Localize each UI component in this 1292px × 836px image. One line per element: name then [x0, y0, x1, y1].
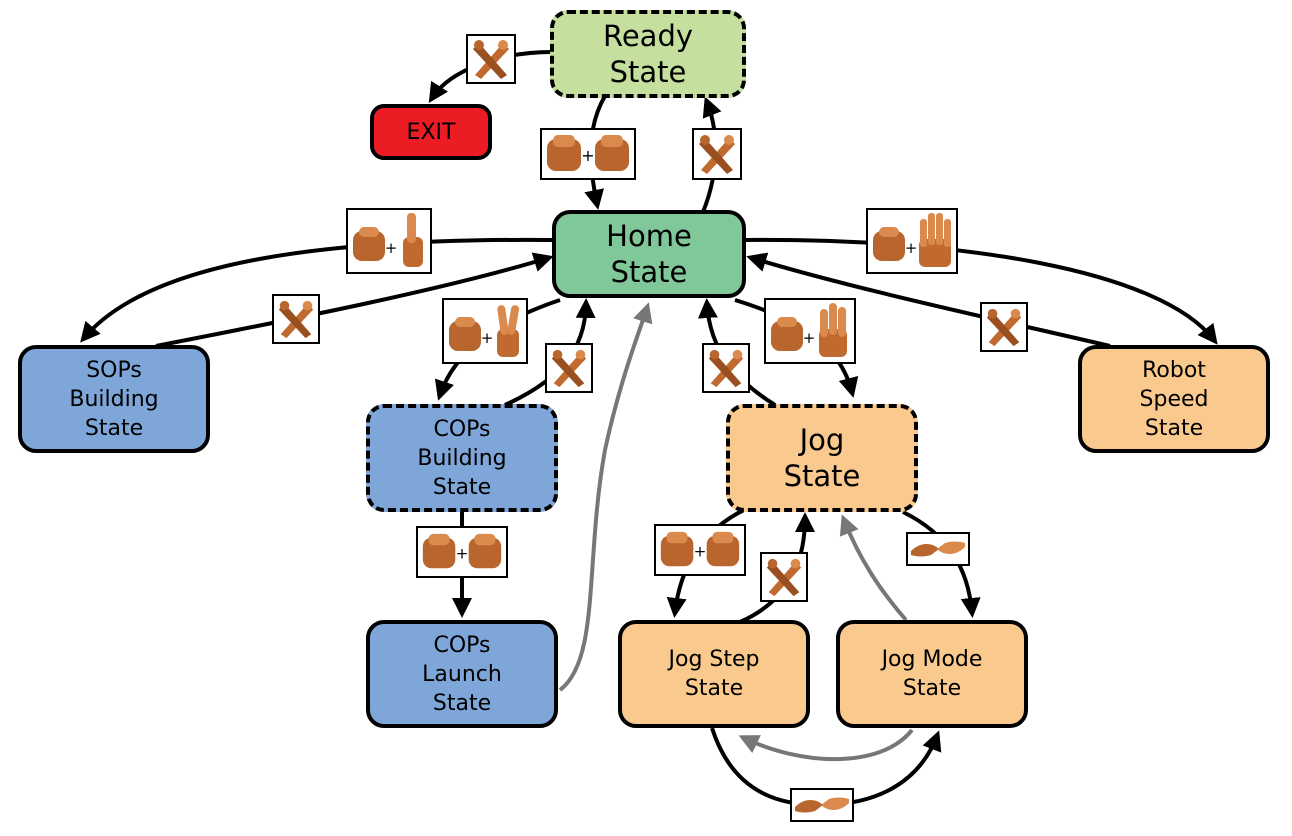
jog-state[interactable]: Jog State — [726, 404, 918, 512]
fist-plus-fist-icon: + — [654, 524, 746, 576]
jog-mode-state-label: Jog Mode State — [881, 647, 983, 701]
cops-launch-state[interactable]: COPs Launch State — [366, 620, 558, 728]
crossed-arms-icon — [692, 128, 742, 180]
svg-text:+: + — [694, 543, 707, 561]
svg-text:+: + — [456, 545, 469, 563]
crossed-arms-icon — [545, 343, 593, 393]
home-state[interactable]: Home State — [552, 210, 746, 298]
svg-text:+: + — [581, 146, 594, 165]
svg-text:+: + — [481, 329, 494, 347]
arrow-speed-to-home — [746, 252, 1111, 348]
sops-building-state[interactable]: SOPs Building State — [18, 345, 210, 453]
cops-building-state[interactable]: COPs Building State — [366, 404, 558, 512]
crossed-arms-icon — [760, 552, 808, 602]
arrow-home-to-speed — [743, 237, 1218, 345]
arrow-sops-to-home — [155, 252, 554, 348]
robot-speed-state[interactable]: Robot Speed State — [1078, 345, 1270, 453]
exit-state[interactable]: EXIT — [370, 104, 492, 160]
sops-building-state-label: SOPs Building State — [69, 357, 159, 441]
home-state-label: Home State — [606, 219, 692, 289]
exit-state-label: EXIT — [406, 119, 456, 145]
jog-state-label: Jog State — [783, 423, 861, 493]
handshake-icon — [906, 532, 970, 566]
svg-text:+: + — [905, 239, 918, 257]
ready-state[interactable]: Ready State — [550, 10, 746, 98]
crossed-arms-icon — [272, 294, 320, 344]
fist-plus-three-fingers-icon: + — [764, 298, 856, 364]
crossed-arms-icon — [702, 343, 750, 393]
cops-launch-state-label: COPs Launch State — [422, 632, 502, 716]
svg-text:+: + — [803, 329, 816, 347]
jog-step-state[interactable]: Jog Step State — [618, 620, 810, 728]
robot-speed-state-label: Robot Speed State — [1139, 357, 1209, 441]
arrow-mode-to-step-gray — [738, 728, 914, 762]
fist-plus-fist-icon: + — [540, 128, 636, 180]
crossed-arms-icon — [980, 302, 1028, 352]
arrow-launch-to-home-gray — [558, 302, 653, 692]
cops-building-state-label: COPs Building State — [417, 416, 507, 500]
arrow-home-to-sops — [80, 237, 553, 343]
crossed-arms-icon — [466, 34, 516, 84]
jog-step-state-label: Jog Step State — [668, 647, 760, 701]
jog-mode-state[interactable]: Jog Mode State — [836, 620, 1028, 728]
svg-text:+: + — [385, 239, 398, 257]
handshake-icon — [790, 788, 854, 822]
fist-plus-two-fingers-icon: + — [442, 298, 528, 364]
fist-plus-one-finger-icon: + — [346, 208, 432, 274]
arrow-mode-to-jog-gray — [839, 514, 908, 622]
ready-state-label: Ready State — [602, 19, 694, 89]
fist-plus-four-fingers-icon: + — [866, 208, 958, 274]
fist-plus-fist-icon: + — [416, 526, 508, 578]
